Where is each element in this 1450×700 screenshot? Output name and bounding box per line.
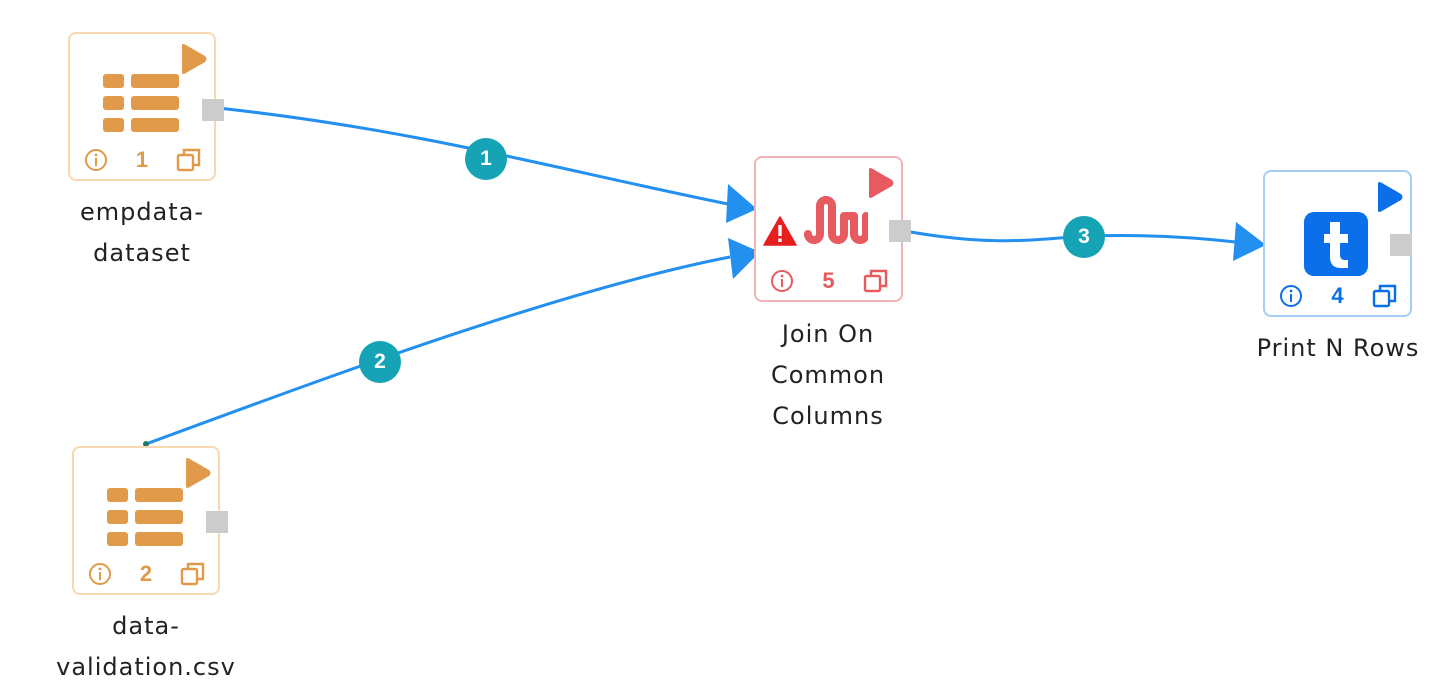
node-data-validation-csv[interactable]: 2 (72, 446, 228, 595)
node-number: 2 (139, 561, 153, 586)
warning-icon (763, 216, 797, 246)
run-play-icon[interactable] (182, 457, 212, 489)
output-port[interactable] (206, 511, 228, 533)
run-play-icon[interactable] (1374, 181, 1404, 213)
copy-icon[interactable] (1372, 283, 1398, 309)
info-icon[interactable] (84, 148, 108, 172)
output-port[interactable] (889, 220, 911, 242)
copy-icon[interactable] (863, 268, 889, 294)
node-join-on-common-columns-label: Join On Common Columns (770, 320, 886, 430)
run-play-icon[interactable] (865, 167, 895, 199)
output-port[interactable] (202, 99, 224, 121)
edge-2-badge[interactable]: 2 (359, 341, 401, 383)
info-icon[interactable] (1279, 284, 1303, 308)
output-port[interactable] (1390, 234, 1412, 256)
node-number: 1 (135, 147, 149, 172)
edge-2-arrowhead (728, 238, 760, 279)
edge-3-arrowhead (1233, 222, 1266, 261)
node-print-n-rows[interactable]: 4 (1263, 170, 1412, 317)
edge-2-start-dot (143, 441, 149, 447)
copy-icon[interactable] (176, 147, 202, 173)
node-empdata-dataset[interactable]: 1 (68, 32, 224, 181)
join-icon (804, 196, 868, 244)
dataset-table-icon (103, 74, 179, 132)
dataset-table-icon (107, 488, 183, 546)
copy-icon[interactable] (180, 561, 206, 587)
edge-1-badge[interactable]: 1 (465, 138, 507, 180)
node-print-n-rows-label: Print N Rows (1256, 334, 1420, 362)
edge-2-line[interactable] (145, 255, 731, 446)
print-rows-t-icon (1304, 212, 1368, 276)
node-empdata-dataset-label: empdata- dataset (79, 198, 205, 267)
node-number: 4 (1331, 283, 1344, 308)
edge-1-arrowhead (726, 184, 757, 223)
info-icon[interactable] (770, 269, 794, 293)
edge-3-badge[interactable]: 3 (1063, 216, 1105, 258)
node-join-on-common-columns[interactable]: 5 (754, 156, 911, 302)
info-icon[interactable] (88, 562, 112, 586)
node-number: 5 (822, 268, 835, 293)
node-data-validation-csv-label: data- validation.csv (56, 612, 236, 681)
run-play-icon[interactable] (178, 43, 208, 75)
